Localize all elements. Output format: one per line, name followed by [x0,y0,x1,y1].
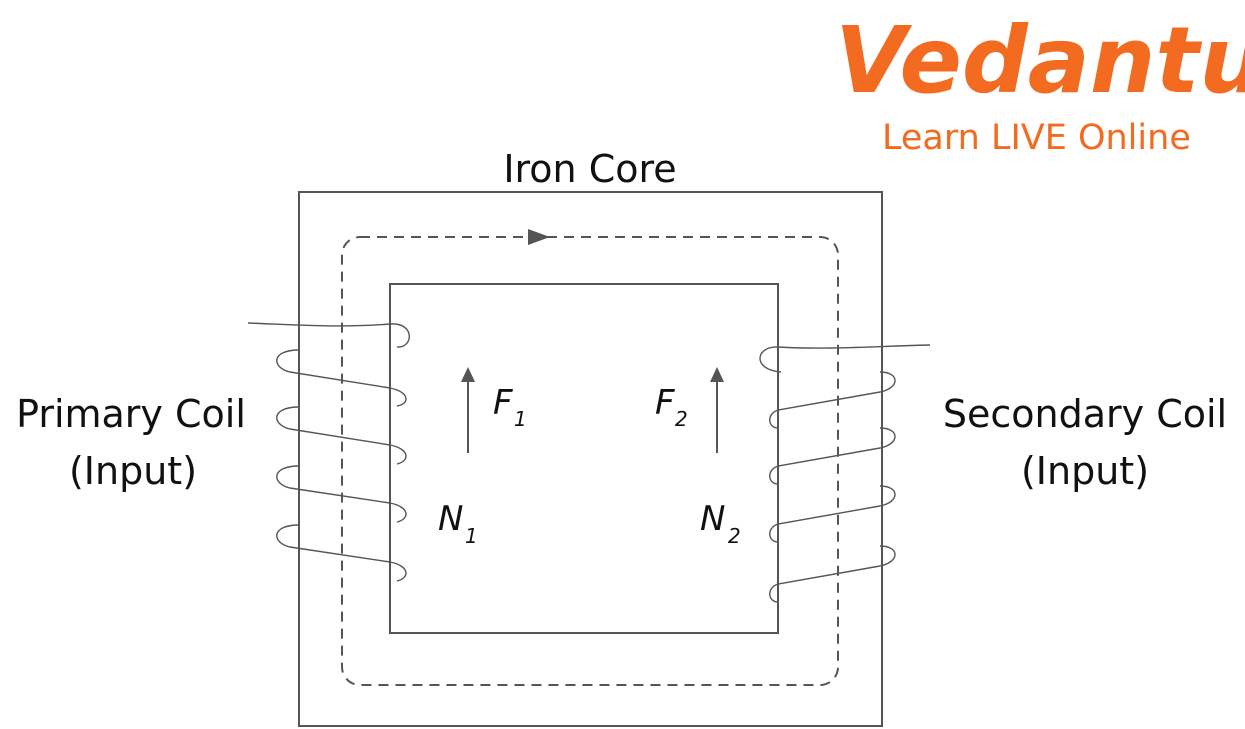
logo-tagline: Learn LIVE Online [882,118,1191,158]
core-outer-edge [298,191,883,727]
primary-coil-sublabel: (Input) [69,449,197,493]
n2-label: N [700,499,725,539]
flux-direction-arrow-icon [528,229,550,245]
flux-path [341,236,839,686]
f1-subscript: 1 [514,407,527,431]
flux-arrow-1 [461,367,475,453]
arrow-up-icon [461,367,475,382]
n2-subscript: 2 [728,524,741,548]
primary-coil [247,322,411,582]
core-inner-edge [389,283,779,634]
logo-brand: Vedantu [835,7,1245,114]
arrow-up-icon [710,367,724,382]
f1-label: F [493,383,513,423]
primary-coil-label: Primary Coil [16,392,246,436]
f2-label: F [655,383,675,423]
f2-subscript: 2 [675,407,688,431]
vedantu-logo: Vedantu Learn LIVE Online [835,7,1245,158]
secondary-coil-label: Secondary Coil [943,392,1227,436]
secondary-coil-sublabel: (Input) [1021,449,1149,493]
n1-subscript: 1 [465,524,478,548]
secondary-coil [759,344,931,603]
flux-arrow-2 [710,367,724,453]
iron-core-label: Iron Core [503,147,676,191]
n1-label: N [438,499,463,539]
